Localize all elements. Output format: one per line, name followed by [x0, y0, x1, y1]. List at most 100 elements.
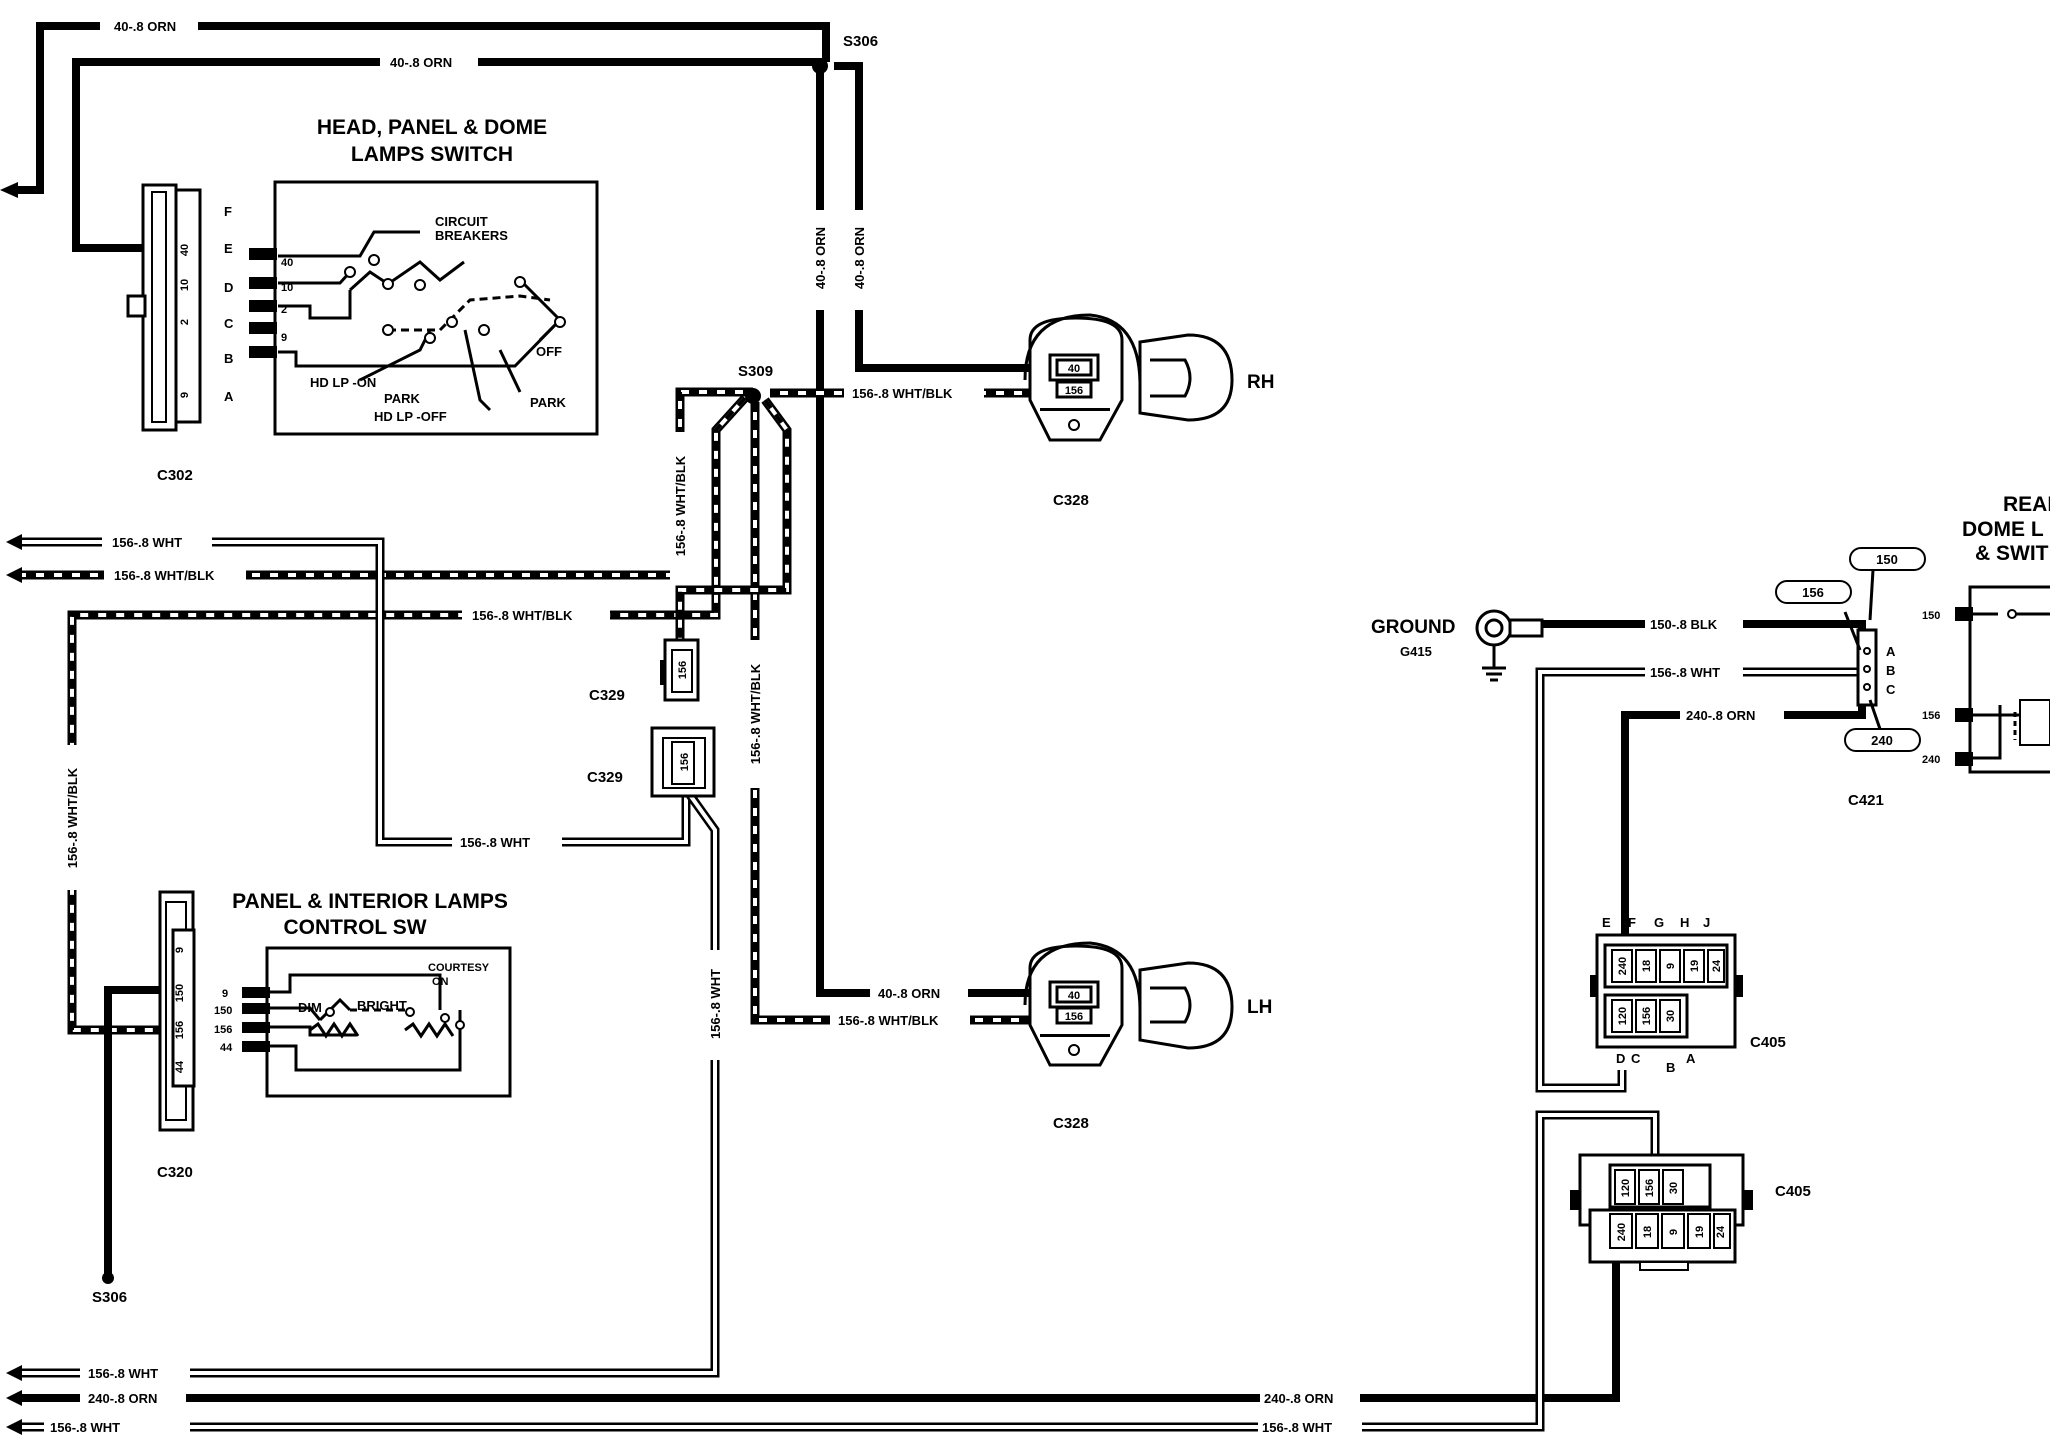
ground-label: GROUND	[1371, 617, 1455, 638]
c302-pin-letter-f: F	[224, 204, 232, 219]
c405-a-letter-j: J	[1703, 915, 1710, 930]
c329-a-label: C329	[589, 687, 625, 704]
c302-pin-letter-c: C	[224, 316, 234, 331]
s306-top-label: S306	[843, 33, 878, 50]
c302-pin-letter-b: B	[224, 351, 233, 366]
c421-bubble-240-text: 240	[1871, 733, 1893, 748]
head-switch-term-2: 2	[281, 304, 287, 316]
c320-pin-150: 150	[174, 984, 186, 1002]
c421-pin-a: A	[1886, 644, 1896, 659]
wire-label-bg-40-vert-right	[849, 210, 869, 310]
c421-bubble-150	[1849, 547, 1926, 571]
wire-label-40-vert-right: 40-.8 ORN	[852, 227, 867, 289]
wire-label-bg-40-top	[100, 16, 198, 36]
g415-label: G415	[1400, 644, 1432, 659]
c405-a-pin-24: 24	[1711, 959, 1723, 972]
c302-pin-number-2: 2	[179, 319, 191, 325]
connector-c328-top	[1023, 313, 1142, 442]
connector-c329-a	[660, 638, 700, 702]
wire-label-bg-156-lh	[830, 1010, 970, 1030]
c405-a-letter-c: C	[1631, 1051, 1641, 1066]
c328-bottom-pin-40: 40	[1068, 990, 1080, 1002]
wire-label-240-bottom-right: 240-.8 ORN	[1264, 1391, 1333, 1406]
wire-label-bg-156-wht-left	[102, 532, 212, 552]
c421-label: C421	[1848, 792, 1884, 809]
wire-label-bg-156-whtblk-mid	[462, 605, 610, 625]
courtesy-label-2: ON	[432, 976, 449, 988]
wire-label-bg-156-wht-c329	[452, 832, 562, 852]
wire-label-40-vert-left: 40-.8 ORN	[813, 227, 828, 289]
wire-label-156-wht-vert: 156-.8 WHT	[708, 969, 723, 1039]
head-switch-title-1: HEAD, PANEL & DOME	[317, 116, 547, 139]
wire-label-40-lh: 40-.8 ORN	[878, 986, 940, 1001]
hd-lp-on-label: HD LP -ON	[310, 375, 376, 390]
hd-lp-off-label: HD LP -OFF	[374, 409, 447, 424]
wire-label-150-blk: 150-.8 BLK	[1650, 617, 1718, 632]
wire-label-156-lh: 156-.8 WHT/BLK	[838, 1013, 939, 1028]
head-switch-term-40: 40	[281, 257, 293, 269]
connector-c405-a	[1590, 933, 1743, 1049]
c405-a-label: C405	[1750, 1034, 1786, 1051]
circuit-breakers-label-1: CIRCUIT	[435, 214, 488, 229]
c405-a-pin-9: 9	[1665, 963, 1677, 969]
connector-c320	[158, 890, 196, 1132]
rear-switch-body	[1955, 585, 2050, 774]
connector-c328-bottom	[1023, 941, 1142, 1067]
c405-a-letter-d: D	[1616, 1051, 1625, 1066]
wire-label-156-wht-bottom2: 156-.8 WHT	[50, 1420, 120, 1435]
head-switch-title-2: LAMPS SWITCH	[351, 143, 513, 166]
wire-label-240-bottom: 240-.8 ORN	[88, 1391, 157, 1406]
c405-b-pin-156: 156	[1644, 1179, 1656, 1197]
park-label-a: PARK	[384, 391, 420, 406]
c328-top-pin-156: 156	[1065, 385, 1083, 397]
wire-40-orn-top	[0, 22, 830, 198]
c421-bubble-150-text: 150	[1876, 552, 1898, 567]
wire-c320-to-s306	[104, 986, 160, 1275]
wire-label-240-c421: 240-.8 ORN	[1686, 708, 1755, 723]
wire-label-bg-40-vert-left	[810, 210, 830, 310]
rh-label: RH	[1247, 372, 1274, 393]
bright-label: BRIGHT	[357, 998, 407, 1013]
wire-label-bg-156-wht-bottom1	[80, 1363, 190, 1383]
rear-switch-title-1: REAR	[2003, 493, 2050, 516]
off-label: OFF	[536, 344, 562, 359]
head-switch-term-9: 9	[281, 332, 287, 344]
c328-top-label: C328	[1053, 492, 1089, 509]
c421-pin-b: B	[1886, 663, 1895, 678]
c329-a-pin: 156	[677, 661, 689, 679]
wire-156-whtblk-mid	[67, 394, 749, 1035]
c405-b-pin-19: 19	[1694, 1226, 1706, 1238]
c405-b-pin-18: 18	[1642, 1226, 1654, 1238]
wire-156-whtblk-long	[750, 402, 1060, 1025]
c302-pin-letter-a: A	[224, 389, 234, 404]
lh-lamp-bulb-icon	[1138, 961, 1234, 1050]
panel-switch-title-1: PANEL & INTERIOR LAMPS	[232, 890, 508, 913]
park-label-b: PARK	[530, 395, 566, 410]
connector-c329-b	[650, 726, 716, 798]
wire-label-40-top: 40-.8 ORN	[114, 19, 176, 34]
wire-label-bg-156-vert-s309	[670, 432, 690, 580]
s306-bottom-label: S306	[92, 1289, 127, 1306]
wire-label-156-wht-c329: 156-.8 WHT	[460, 835, 530, 850]
c328-bottom-label: C328	[1053, 1115, 1089, 1132]
c328-top-pin-40: 40	[1068, 363, 1080, 375]
c405-b-label: C405	[1775, 1183, 1811, 1200]
c405-b-pin-120: 120	[1620, 1179, 1632, 1197]
wire-label-bg-150-blk	[1645, 614, 1743, 634]
wire-label-156-vert-s309: 156-.8 WHT/BLK	[673, 455, 688, 556]
wire-label-156-wht-bottom1: 156-.8 WHT	[88, 1366, 158, 1381]
wire-label-bg-156-rh	[844, 382, 984, 402]
wire-label-156-vert-long: 156-.8 WHT/BLK	[748, 663, 763, 764]
c405-a-pin-120: 120	[1617, 1007, 1629, 1025]
c405-a-pin-156: 156	[1641, 1007, 1653, 1025]
c421-pin-c: C	[1886, 682, 1896, 697]
wire-label-156-wht-c421: 156-.8 WHT	[1650, 665, 1720, 680]
wire-label-bg-156-wht-c421	[1645, 662, 1743, 682]
c302-pin-number-9: 9	[179, 392, 191, 398]
wire-label-156-rh: 156-.8 WHT/BLK	[852, 386, 953, 401]
c405-a-letter-e: E	[1602, 915, 1611, 930]
dim-label: DIM	[298, 1000, 322, 1015]
wire-label-bg-240-bottom	[80, 1388, 186, 1408]
rear-switch-title-3: & SWIT	[1975, 542, 2049, 565]
c405-b-pin-24: 24	[1715, 1225, 1727, 1238]
